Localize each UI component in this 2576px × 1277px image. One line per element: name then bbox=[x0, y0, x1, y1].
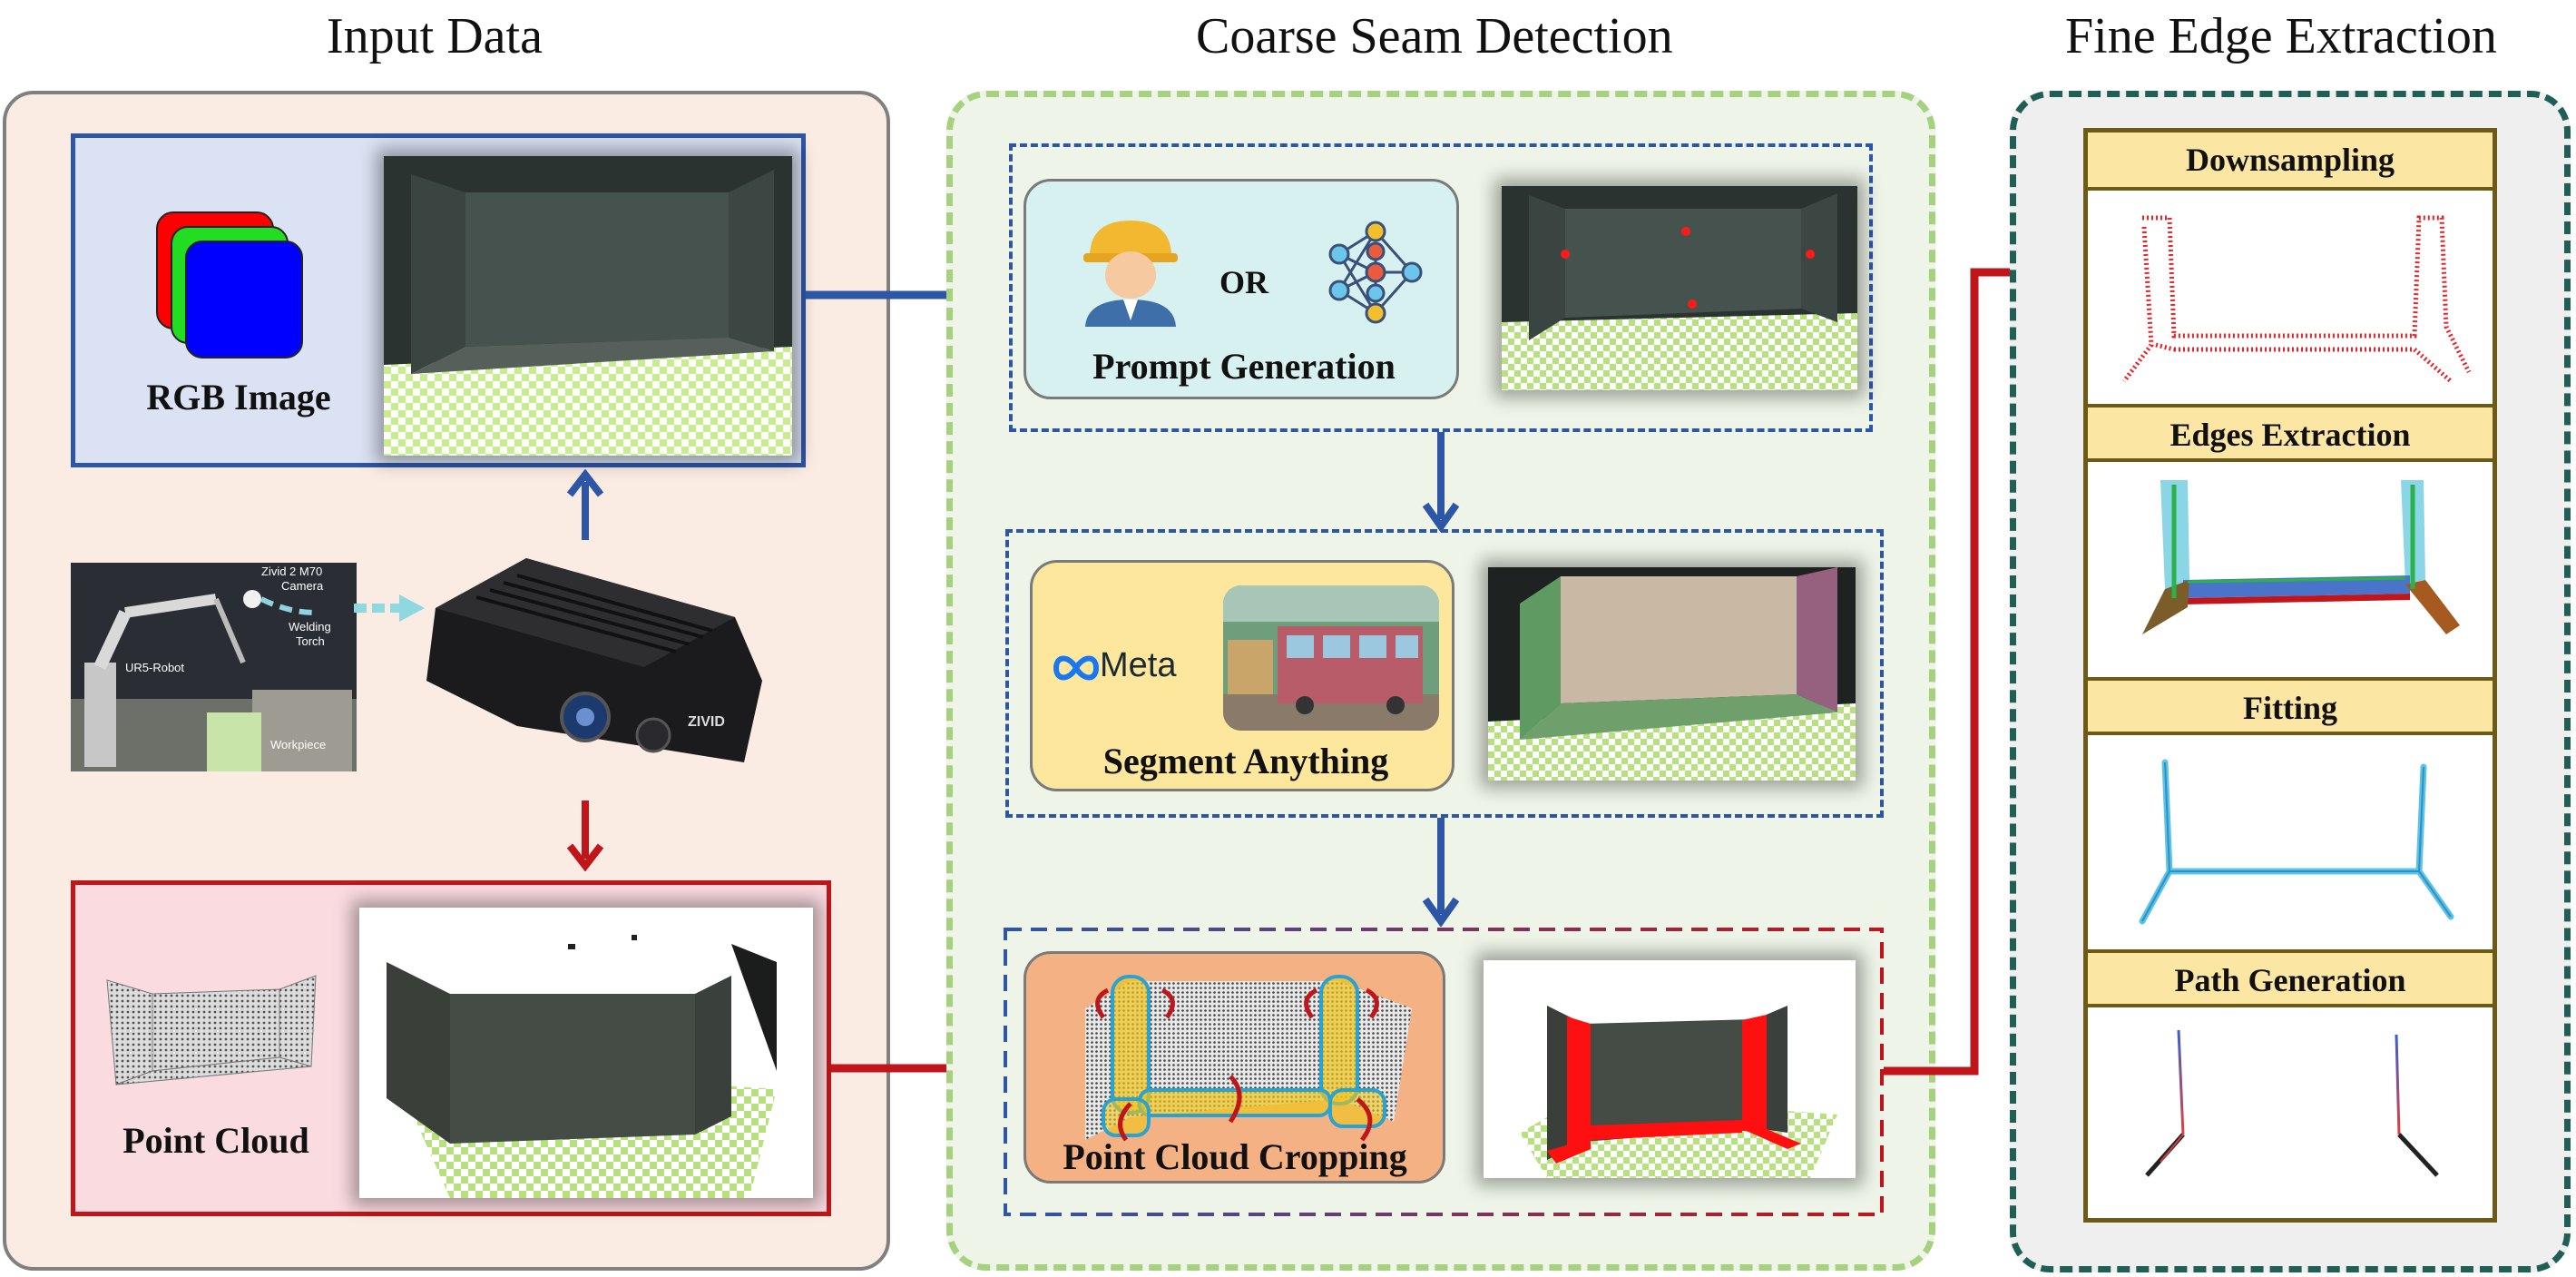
sam-sample-photo bbox=[1223, 585, 1439, 731]
fine-steps-column: Downsampling Edges Extraction Fittin bbox=[2083, 128, 2497, 1223]
robot-photo-workpiece-label: Workpiece bbox=[270, 738, 326, 751]
camera-to-rgb-arrow bbox=[563, 469, 608, 542]
segment-anything-card: Meta Segment Anything bbox=[1030, 560, 1455, 791]
step-downsampling-header: Downsampling bbox=[2088, 133, 2493, 191]
point-cloud-cropping-card: Point Cloud Cropping bbox=[1024, 951, 1445, 1184]
prompt-or-text: OR bbox=[1219, 264, 1268, 300]
robot-to-camera-arrow bbox=[354, 590, 426, 626]
segment-anything-label: Segment Anything bbox=[1102, 741, 1389, 781]
prompt-generation-card: OR Prompt Generation bbox=[1024, 179, 1459, 399]
prompt-generation-label: Prompt Generation bbox=[1092, 346, 1396, 387]
point-cloud-label: Point Cloud bbox=[122, 1120, 309, 1161]
prompt-stage-box bbox=[1009, 143, 1873, 432]
camera-to-pointcloud-arrow bbox=[563, 799, 608, 871]
prompt-points-photo bbox=[1502, 186, 1857, 390]
robot-photo-torch-label: Welding bbox=[289, 620, 331, 634]
downsampling-visual bbox=[2088, 191, 2493, 404]
camera-brand-text: ZIVID bbox=[688, 714, 725, 730]
worker-icon bbox=[1076, 213, 1185, 327]
section-title-input: Input Data bbox=[327, 8, 543, 64]
fitting-visual bbox=[2088, 735, 2493, 949]
rgb-layers-icon bbox=[155, 211, 309, 365]
path-generation-visual bbox=[2088, 1007, 2493, 1218]
step-edges-extraction-header: Edges Extraction bbox=[2088, 404, 2493, 462]
segment-to-crop-arrow bbox=[1418, 818, 1464, 927]
robot-photo-robot-label: UR5-Robot bbox=[125, 661, 184, 674]
robot-photo-camera-label: Zivid 2 M70 bbox=[261, 565, 322, 578]
camera-device-icon: ZIVID bbox=[417, 545, 780, 781]
rgb-photo bbox=[384, 156, 792, 456]
step-path-generation-header: Path Generation bbox=[2088, 949, 2493, 1007]
section-title-fine: Fine Edge Extraction bbox=[2065, 8, 2497, 64]
meta-infinity-icon bbox=[1049, 652, 1103, 684]
step-fitting-header: Fitting bbox=[2088, 677, 2493, 735]
robot-photo-torch-label-2: Torch bbox=[296, 634, 325, 648]
segment-stage-box bbox=[1005, 529, 1884, 818]
crop-stage-box bbox=[1004, 928, 1884, 1216]
robot-setup-photo: Zivid 2 M70 Camera Welding Torch UR5-Rob… bbox=[71, 563, 357, 771]
point-cloud-box: Point Cloud bbox=[71, 880, 831, 1216]
robot-photo-camera-label-2: Camera bbox=[281, 579, 324, 593]
rgb-image-label: RGB Image bbox=[146, 377, 331, 417]
meta-logo-text: Meta bbox=[1100, 646, 1177, 684]
crop-cylinders-icon bbox=[1067, 963, 1421, 1144]
edges-extraction-visual bbox=[2088, 462, 2493, 677]
section-title-coarse: Coarse Seam Detection bbox=[1196, 8, 1673, 64]
prompt-to-segment-arrow bbox=[1418, 432, 1464, 532]
point-cloud-mesh-icon bbox=[98, 971, 325, 1089]
point-cloud-photo bbox=[359, 908, 813, 1198]
neural-network-icon bbox=[1326, 218, 1425, 327]
cropped-seam-photo bbox=[1484, 960, 1856, 1178]
segmentation-mask-photo bbox=[1488, 567, 1856, 781]
rgb-image-box: RGB Image bbox=[71, 133, 806, 467]
point-cloud-cropping-label: Point Cloud Cropping bbox=[1063, 1136, 1407, 1177]
